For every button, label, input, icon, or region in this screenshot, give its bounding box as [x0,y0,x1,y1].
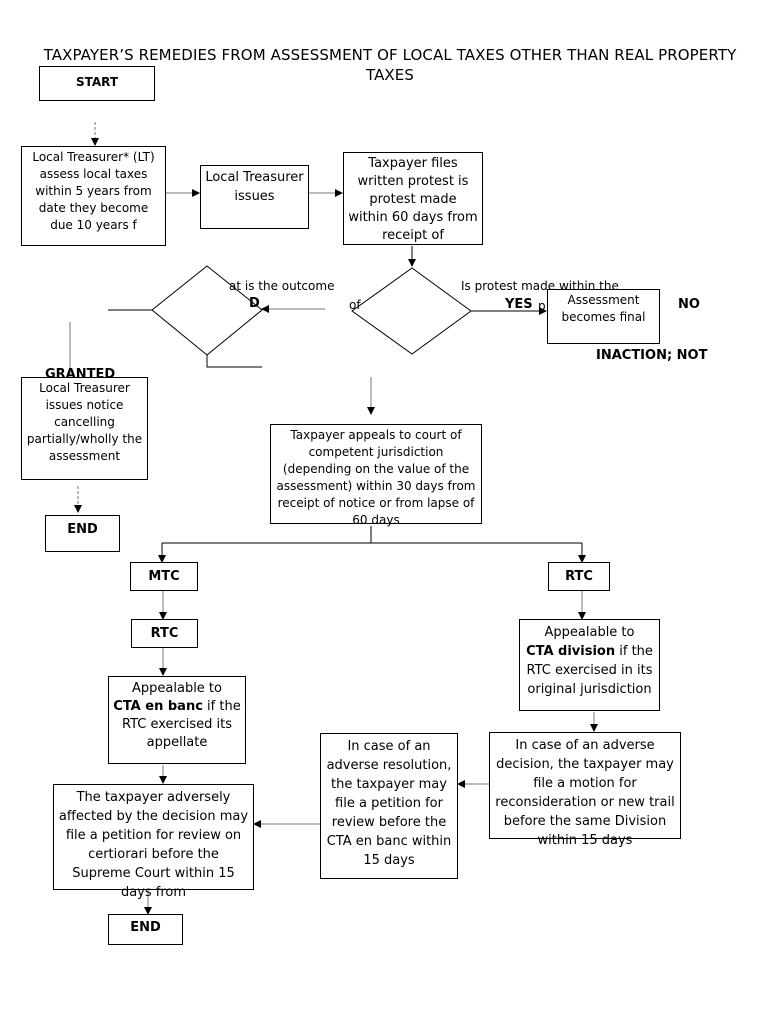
assessment-final-node: Assessment becomes final [547,289,660,344]
adverse-resolution-node: In case of an adverse resolution, the ta… [320,733,458,879]
lt-assess-node: Local Treasurer* (LT) assess local taxes… [21,146,166,246]
rtc-left-node: RTC [131,619,198,648]
cta-en-banc-post: if the RTC exercised its appellate [122,699,241,750]
page-title: TAXPAYER’S REMEDIES FROM ASSESSMENT OF L… [43,46,737,84]
decision-outcome-label: at is the outcome [229,279,335,293]
decision-diamond-within [351,267,472,355]
decision-fragment-p: p [538,299,546,313]
inaction-label: INACTION; NOT [596,348,708,363]
cta-en-banc-pre: Appealable to [132,681,222,696]
lt-cancel-node: Local Treasurer issues notice cancelling… [21,377,148,480]
line-outcome-bottom [206,355,262,368]
end-bottom-node: END [108,914,183,945]
lt-issues-node: Local Treasurer issues [200,165,309,229]
yes-label: YES [505,297,533,312]
protest-node: Taxpayer files written protest is protes… [343,152,483,245]
decision-fragment-d: D [249,296,260,311]
start-node: START [39,66,155,101]
mtc-node: MTC [130,562,198,591]
decision-fragment-of: of [349,298,361,312]
end-top-node: END [45,515,120,552]
appeal-node: Taxpayer appeals to court of competent j… [270,424,482,527]
no-label: NO [678,297,700,312]
cta-division-node: Appealable to CTA division if the RTC ex… [519,619,660,711]
rtc-right-node: RTC [548,562,610,591]
cta-division-pre: Appealable to [544,625,635,640]
cta-division-bold: CTA division [526,644,616,659]
certiorari-node: The taxpayer adversely affected by the d… [53,784,254,900]
cta-en-banc-bold: CTA en banc [113,699,203,714]
adverse-mr-node: In case of an adverse decision, the taxp… [489,732,681,848]
cta-division-post: if the RTC exercised in its original jur… [526,644,653,697]
cta-en-banc-node: Appealable to CTA en banc if the RTC exe… [108,676,246,764]
